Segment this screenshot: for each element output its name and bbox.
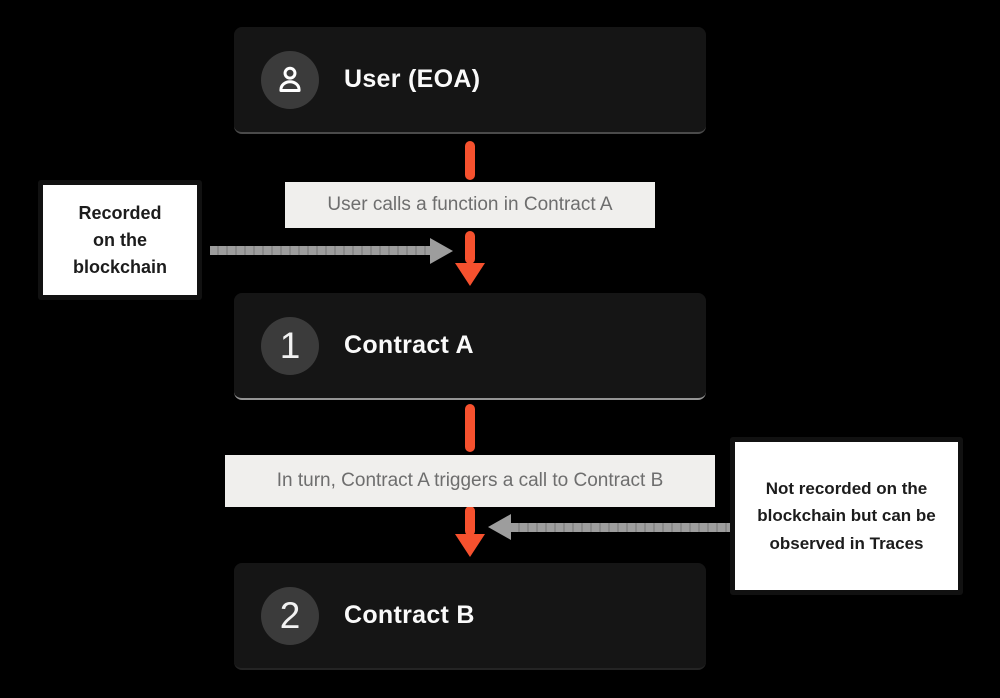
orange-arrow-2-shaft-top (465, 404, 475, 452)
note-text: Not recorded on the blockchain but can b… (757, 479, 936, 553)
gray-arrow-right-shaft (511, 523, 730, 532)
note-text: Recorded on the blockchain (72, 202, 168, 277)
orange-arrow-1-shaft-top (465, 141, 475, 180)
gray-arrow-left-shaft (210, 246, 431, 255)
gray-arrowhead-left (430, 238, 453, 264)
orange-arrowhead-2 (455, 534, 485, 557)
flow-label-1: User calls a function in Contract A (285, 182, 655, 228)
orange-arrow-2-shaft-bottom (465, 506, 475, 536)
person-icon (279, 66, 301, 92)
gray-arrowhead-right (488, 514, 511, 540)
note-not-recorded-traces: Not recorded on the blockchain but can b… (730, 437, 963, 595)
node-title-contract-b: Contract B (344, 601, 475, 629)
orange-arrow-1-shaft-bottom (465, 231, 475, 264)
node-contract-b: 2 Contract B (234, 563, 706, 670)
note-recorded-on-chain: Recorded on the blockchain (38, 180, 202, 300)
badge-1: 1 (261, 316, 319, 375)
node-user-eoa: User (EOA) (234, 27, 706, 134)
node-title-user: User (EOA) (344, 65, 481, 93)
flow-label-2: In turn, Contract A triggers a call to C… (225, 455, 715, 507)
user-avatar (261, 50, 319, 109)
badge-2: 2 (261, 586, 319, 645)
node-contract-a: 1 Contract A (234, 293, 706, 400)
node-title-contract-a: Contract A (344, 331, 474, 359)
orange-arrowhead-1 (455, 263, 485, 286)
